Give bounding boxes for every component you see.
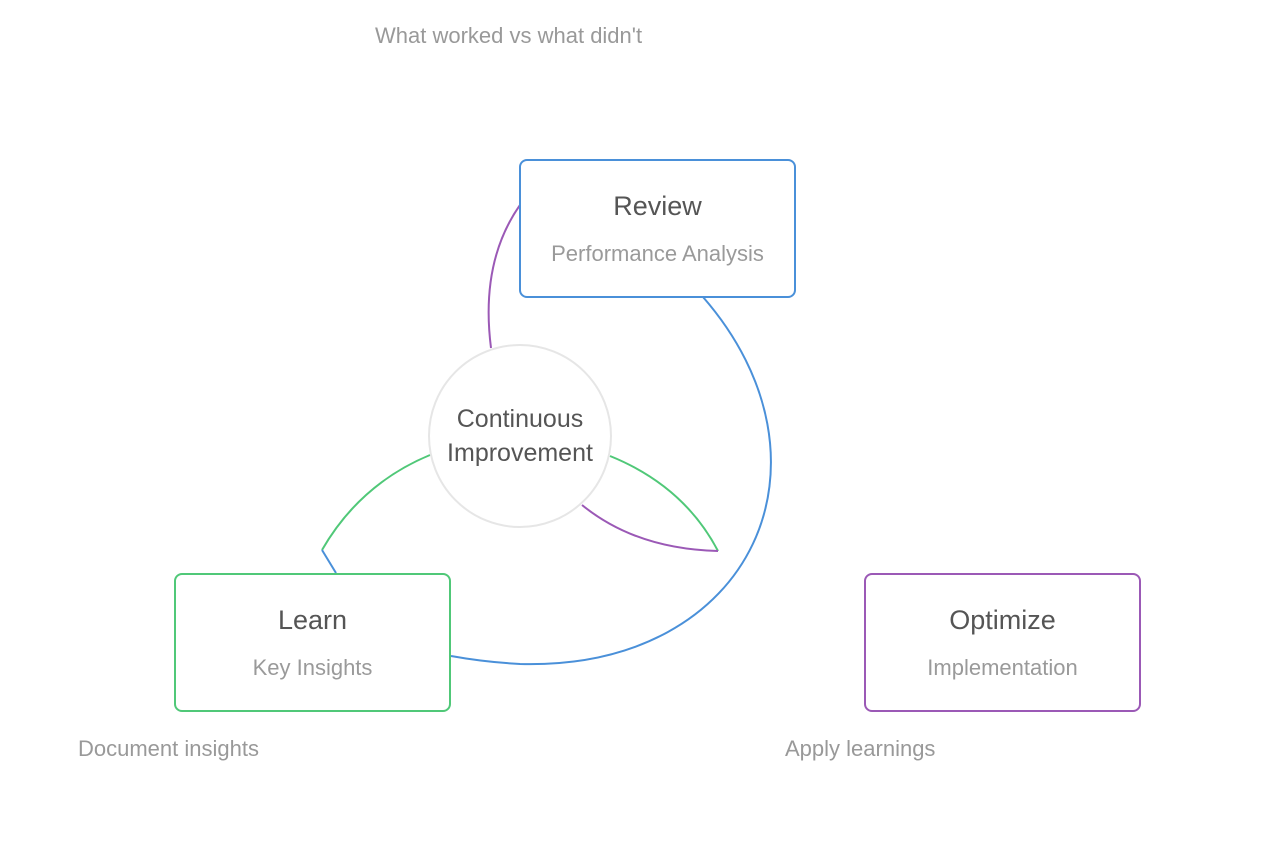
stage-optimize-subtitle: Implementation	[927, 655, 1078, 680]
review-note: What worked vs what didn't	[375, 23, 643, 48]
stage-review-subtitle: Performance Analysis	[551, 241, 764, 266]
learn-note: Document insights	[78, 736, 259, 761]
center-hub[interactable]: Continuous Improvement	[428, 344, 612, 528]
stage-review-title: Review	[613, 191, 702, 221]
connector-optimize-to-review	[487, 204, 521, 349]
stage-learn[interactable]: Learn Key Insights	[174, 573, 451, 712]
stage-learn-subtitle: Key Insights	[252, 655, 373, 680]
center-hub-line1: Continuous	[456, 405, 584, 433]
connector-hub-to-optimize	[581, 504, 719, 552]
stage-optimize-title: Optimize	[949, 605, 1056, 635]
connector-hub-to-junction	[609, 455, 719, 552]
stage-learn-title: Learn	[277, 605, 348, 635]
connector-learn-to-hub	[321, 454, 431, 551]
connector-review-to-learn	[450, 296, 772, 666]
center-hub-line2: Improvement	[447, 439, 593, 467]
stage-optimize[interactable]: Optimize Implementation	[864, 573, 1141, 712]
connector-learn-entry	[321, 549, 337, 574]
stage-review[interactable]: Review Performance Analysis	[519, 159, 796, 298]
optimize-note: Apply learnings	[785, 736, 936, 761]
